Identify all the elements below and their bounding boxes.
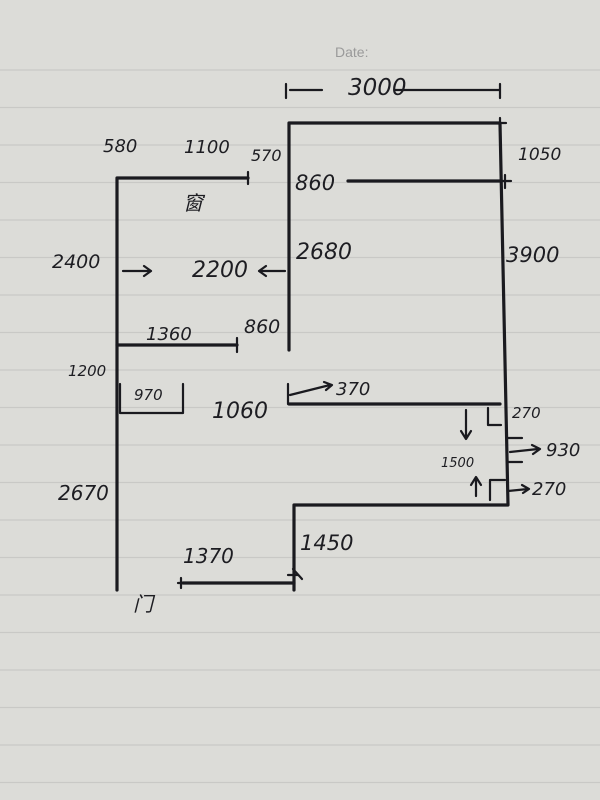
dimension-marks	[118, 82, 542, 590]
window-bracket-970	[118, 382, 185, 415]
notch-bracket-370	[286, 380, 334, 406]
label-570: 570	[251, 146, 282, 165]
label-2680: 2680	[296, 240, 352, 265]
label-1200: 1200	[68, 362, 106, 380]
label-2400: 2400	[52, 251, 100, 273]
label-1500: 1500	[441, 456, 474, 471]
label-3900: 3900	[506, 243, 559, 267]
label-1360: 1360	[146, 324, 192, 345]
label-1450: 1450	[300, 531, 353, 555]
date-label: Date:	[335, 44, 368, 60]
main-room-walls	[287, 121, 510, 592]
label-580: 580	[103, 136, 137, 157]
wall-end-tick-bottom	[286, 567, 304, 581]
label-2670: 2670	[58, 481, 109, 505]
arrow-up-1500	[469, 475, 483, 498]
label-1100: 1100	[184, 137, 230, 158]
label-door: 门	[133, 592, 156, 616]
label-270-top: 270	[512, 404, 541, 422]
arrow-270-bottom	[506, 483, 531, 495]
notch-930-arrows	[506, 436, 542, 464]
label-370: 370	[336, 379, 370, 400]
label-2200: 2200	[192, 258, 248, 283]
label-270-bottom: 270	[532, 479, 566, 500]
labels: 3000 580 1100 570 1050 860 窗 2400 2200 2…	[52, 75, 580, 616]
label-860-beam: 860	[295, 171, 335, 195]
corner-tick-right	[497, 173, 513, 190]
arrow-left-2200	[257, 264, 287, 278]
label-860-stub: 860	[244, 316, 280, 338]
label-1060: 1060	[212, 399, 268, 424]
label-1370: 1370	[183, 544, 234, 568]
left-walls	[115, 176, 250, 592]
arrow-down-1500	[459, 408, 473, 441]
top-dimension-line	[284, 82, 502, 100]
label-930: 930	[546, 440, 580, 461]
door-tick	[176, 576, 190, 590]
arrow-right-2200	[121, 264, 153, 278]
corner-tick-top	[492, 116, 508, 133]
notch-box-270-top	[486, 406, 503, 427]
label-970: 970	[134, 386, 163, 404]
notebook-rules	[0, 69, 600, 784]
label-window: 窗	[183, 191, 206, 215]
notch-box-270-bottom	[488, 478, 507, 502]
label-1050: 1050	[518, 145, 561, 165]
outer-walls	[115, 121, 510, 592]
label-top-width: 3000	[348, 75, 407, 101]
